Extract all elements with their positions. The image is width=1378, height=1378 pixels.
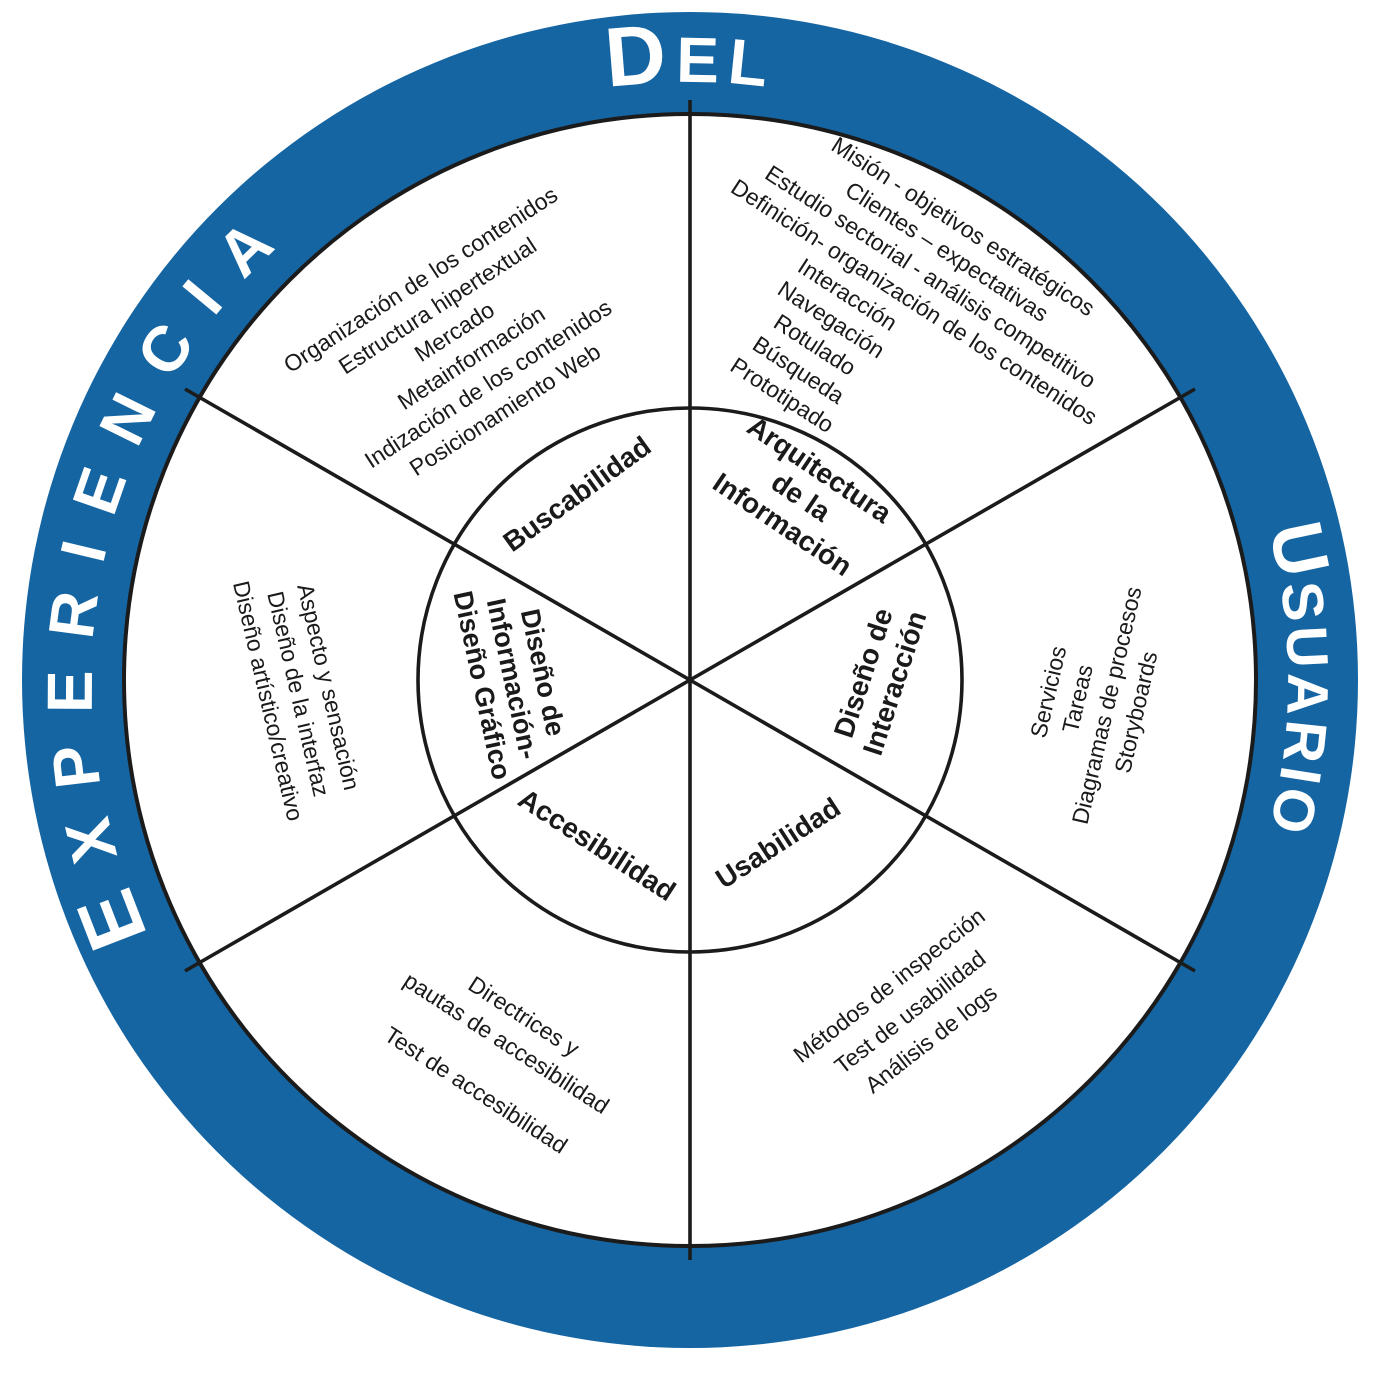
inner-circle xyxy=(416,406,964,954)
radial-line-diagonal-2 xyxy=(184,387,1196,973)
ring-text-del-initial: D xyxy=(601,5,677,104)
radial-lines xyxy=(184,100,1196,1260)
ring-text-del: DEL xyxy=(601,5,779,104)
ring-text-del-rest: EL xyxy=(676,24,780,102)
